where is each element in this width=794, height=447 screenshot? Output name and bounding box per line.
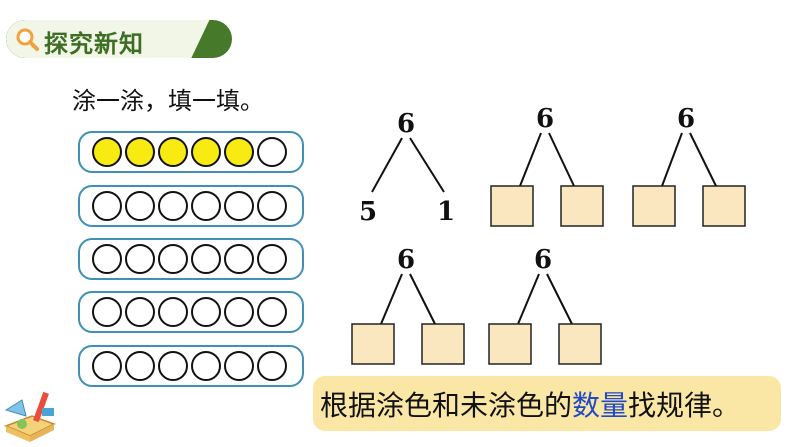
circle-row [78,345,304,387]
tree-branch-right [546,273,573,325]
empty-circle[interactable] [191,244,221,274]
number-bond-tree: 6 [488,245,602,365]
hint-text-highlight: 数量 [572,389,629,422]
circle-row [78,291,304,333]
empty-circle[interactable] [158,297,188,327]
empty-circle[interactable] [257,297,287,327]
tree-branch-left [517,273,540,325]
number-bond-tree: 6 [490,104,604,227]
empty-circle[interactable] [257,351,287,381]
empty-circle[interactable] [158,351,188,381]
number-bond-tree: 6 5 1 [359,109,455,227]
circle-row [78,185,304,227]
filled-circle[interactable] [125,137,155,167]
tree-top-number: 6 [536,104,554,134]
empty-circle[interactable] [92,191,122,221]
answer-box-right[interactable] [560,185,604,227]
empty-circle[interactable] [92,297,122,327]
tree-top-number: 6 [534,245,552,275]
tree-left-number: 5 [359,197,377,227]
empty-circle[interactable] [125,244,155,274]
tree-branch-left [661,132,683,187]
empty-circle[interactable] [191,297,221,327]
empty-circle[interactable] [191,191,221,221]
number-bond-tree: 6 [632,104,746,227]
number-bond-tree: 6 [351,245,465,365]
answer-box-right[interactable] [558,323,602,365]
filled-circle[interactable] [92,137,122,167]
answer-box-right[interactable] [421,323,465,365]
tree-branch-left [380,273,403,325]
tree-branch-left [519,132,542,187]
empty-circle[interactable] [158,191,188,221]
empty-circle[interactable] [125,351,155,381]
answer-box-left[interactable] [490,185,534,227]
filled-circle[interactable] [191,137,221,167]
empty-circle[interactable] [224,351,254,381]
filled-circle[interactable] [224,137,254,167]
section-title: 探究新知 [44,30,144,58]
instruction-text: 涂一涂，填一填。 [72,87,264,115]
stationery-icon [3,391,56,442]
tree-top-number: 6 [677,104,695,134]
hint-text-after: 找规律。 [628,389,741,422]
empty-circle[interactable] [92,351,122,381]
empty-circle[interactable] [224,191,254,221]
tree-branch-left [371,137,403,193]
empty-circle[interactable] [125,297,155,327]
empty-circle[interactable] [158,244,188,274]
empty-circle[interactable] [257,191,287,221]
empty-circle[interactable] [125,191,155,221]
tree-branch-right [409,137,445,193]
tree-branch-right [689,132,717,187]
tree-branch-right [409,273,436,325]
answer-box-left[interactable] [488,323,532,365]
answer-box-left[interactable] [632,185,676,227]
hint-callout [313,376,781,431]
answer-box-left[interactable] [351,323,395,365]
hint-text: 根据涂色和未涂色的数量找规律。 [320,384,740,424]
empty-circle[interactable] [224,244,254,274]
answer-box-right[interactable] [702,185,746,227]
empty-circle[interactable] [224,297,254,327]
circle-row [78,131,304,173]
tree-top-number: 6 [397,109,415,139]
hint-text-before: 根据涂色和未涂色的 [320,389,573,422]
empty-circle[interactable] [257,244,287,274]
circle-row [78,238,304,280]
empty-circle[interactable] [92,244,122,274]
empty-circle[interactable] [191,351,221,381]
tree-right-number: 1 [437,197,455,227]
filled-circle[interactable] [158,137,188,167]
search-icon [16,28,39,51]
tree-branch-right [548,132,575,187]
tree-top-number: 6 [397,245,415,275]
section-header: 探究新知 [6,20,232,58]
empty-circle[interactable] [257,137,287,167]
